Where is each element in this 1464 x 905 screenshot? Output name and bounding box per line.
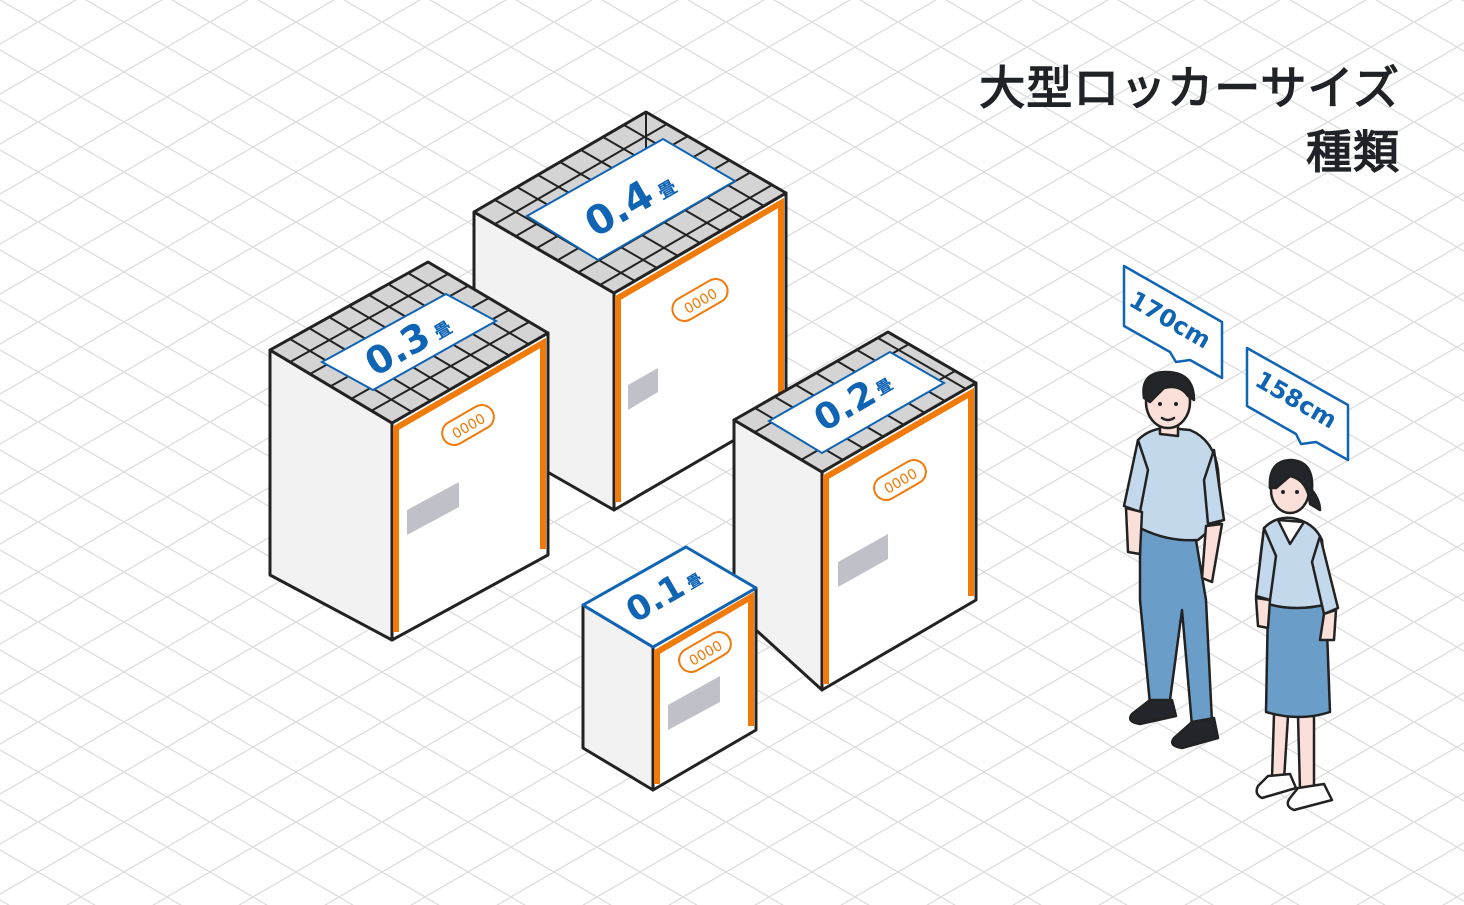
locker-code-badge: 0000: [671, 278, 729, 322]
locker-nameplate: [628, 368, 658, 410]
locker-0.4: 0.4 畳 0000: [472, 110, 788, 512]
locker-nameplate: [668, 676, 720, 730]
page-title: 大型ロッカーサイズ 種類: [979, 56, 1400, 184]
door-frame: [393, 337, 546, 632]
size-label-panel: [767, 350, 947, 455]
man-figure: [1122, 370, 1226, 750]
locker-0.2: 0.2 畳 0000: [732, 330, 978, 692]
size-label-panel: [525, 137, 737, 262]
locker-nameplate: [838, 534, 888, 587]
door-frame: [823, 387, 974, 684]
door-frame: [654, 591, 754, 784]
locker-top: [581, 545, 758, 649]
woman-figure: [1254, 458, 1340, 812]
door-frame: [615, 197, 784, 502]
title-line-2: 種類: [1306, 125, 1400, 179]
locker-0.1: 0.1 畳 0000: [581, 545, 758, 792]
locker-0.3: 0.3 畳 0000: [268, 260, 550, 642]
locker-nameplate: [407, 482, 459, 535]
title-line-1: 大型ロッカーサイズ: [979, 61, 1400, 115]
size-label-panel: [319, 292, 499, 392]
